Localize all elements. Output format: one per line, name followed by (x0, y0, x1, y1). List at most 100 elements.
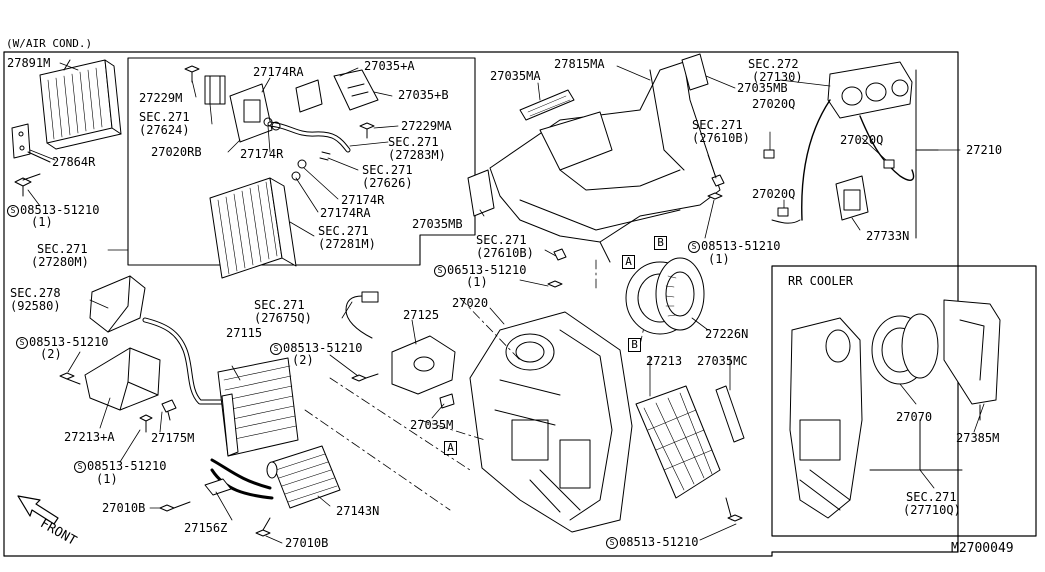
front-arrow (17, 495, 59, 525)
part-27020[interactable]: 27020 (452, 296, 489, 310)
part-27010b-2[interactable]: 27010B (285, 536, 329, 550)
sec271-27281m[interactable]: SEC.271 (318, 224, 369, 238)
hvac-case-27020 (469, 311, 633, 533)
part-27035m[interactable]: 27035M (410, 418, 454, 432)
sec271-27610b-2-ref: (27610B) (476, 246, 534, 260)
seal-27035mc (715, 385, 745, 443)
cover-27213a (84, 347, 161, 411)
section-tag-b-2: B (628, 338, 641, 352)
header-variant: (W/AIR COND.) (6, 37, 93, 50)
part-27213a[interactable]: 27213+A (64, 430, 115, 444)
seal-27035ma (519, 89, 575, 121)
part-27035mc[interactable]: 27035MC (697, 354, 748, 368)
part-27174ra-2[interactable]: 27174RA (320, 206, 371, 220)
sec278-block (89, 275, 146, 333)
part-27020rb[interactable]: 27020RB (151, 145, 202, 159)
part-27020q-2[interactable]: 27020Q (840, 133, 884, 147)
part-27864r[interactable]: 27864R (52, 155, 96, 169)
part-27156z[interactable]: 27156Z (184, 521, 228, 535)
part-27035ma[interactable]: 27035MA (490, 69, 541, 83)
part-27815ma[interactable]: 27815MA (554, 57, 605, 71)
part-27229m[interactable]: 27229M (139, 91, 183, 105)
rr-cooler-title: RR COOLER (788, 274, 854, 288)
blower-27226n (625, 257, 705, 335)
part-27213[interactable]: 27213 (646, 354, 683, 368)
sec272[interactable]: SEC.272 (748, 57, 799, 71)
bracket-27864r (11, 123, 51, 163)
part-27733n[interactable]: 27733N (866, 229, 910, 243)
connector-27020q-3 (777, 207, 789, 217)
sec271-27280m[interactable]: SEC.271 (37, 242, 88, 256)
connector-27020q-1 (763, 149, 775, 159)
sec271-27610b-1[interactable]: SEC.271 (692, 118, 743, 132)
part-27125[interactable]: 27125 (403, 308, 440, 322)
bolt-2-qty: (2) (40, 347, 62, 361)
sec271-27610b-1-ref: (27610B) (692, 131, 750, 145)
bolt-2-number: 08513-51210 (29, 335, 109, 349)
part-27020q-1[interactable]: 27020Q (752, 97, 796, 111)
part-27891m[interactable]: 27891M (7, 56, 51, 70)
bolt-symbol: S (16, 336, 28, 349)
bolt-5-qty: (1) (466, 275, 488, 289)
expansion-valve (204, 75, 226, 105)
bolt-4-number: 08513-51210 (283, 341, 363, 355)
bolt-3-number: 08513-51210 (87, 459, 167, 473)
seal-27035mb-top (681, 53, 709, 91)
sec271-27283m[interactable]: SEC.271 (388, 135, 439, 149)
sec271-27626[interactable]: SEC.271 (362, 163, 413, 177)
foam-27035a (295, 79, 323, 113)
part-27035a[interactable]: 27035+A (364, 59, 415, 73)
bolt-1-number: 08513-51210 (20, 203, 100, 217)
sec271-27624-ref: (27624) (139, 123, 190, 137)
connector-27020q-2 (883, 159, 895, 169)
sec271-27610b-2[interactable]: SEC.271 (476, 233, 527, 247)
sec271-27675q[interactable]: SEC.271 (254, 298, 305, 312)
duct-27815ma (489, 61, 721, 263)
part-27143n[interactable]: 27143N (336, 504, 380, 518)
bracket-27020rb (229, 83, 273, 143)
part-27210[interactable]: 27210 (966, 143, 1003, 157)
bolt-center-2 (727, 514, 743, 522)
part-27035b[interactable]: 27035+B (398, 88, 449, 102)
foam-27035b (333, 69, 379, 111)
bolt-27010b-1 (159, 501, 191, 512)
part-27020q-3[interactable]: 27020Q (752, 187, 796, 201)
evaporator-inset-frame (127, 57, 476, 266)
part-27010b-1[interactable]: 27010B (102, 501, 146, 515)
part-27035mb-1[interactable]: 27035MB (737, 81, 788, 95)
part-27070[interactable]: 27070 (896, 410, 933, 424)
bolt-symbol: S (74, 460, 86, 473)
part-27175m[interactable]: 27175M (151, 431, 195, 445)
bolt-symbol: S (434, 264, 446, 277)
rear-core-27143n (266, 445, 341, 509)
section-tag-b-1: B (654, 236, 667, 250)
bolt-6-qty: (1) (708, 252, 730, 266)
control-harness (801, 99, 915, 221)
bolt-left-2 (59, 372, 81, 385)
sec271-27624[interactable]: SEC.271 (139, 110, 190, 124)
part-27115[interactable]: 27115 (226, 326, 263, 340)
part-27174ra-1[interactable]: 27174RA (253, 65, 304, 79)
sec271-27675q-ref: (27675Q) (254, 311, 312, 325)
panel-27213 (635, 385, 721, 499)
part-27229ma[interactable]: 27229MA (401, 119, 452, 133)
bolt-27010b-2 (255, 517, 271, 537)
sec271-27710q[interactable]: SEC.271 (906, 490, 957, 504)
sec278[interactable]: SEC.278 (10, 286, 61, 300)
bolt-center-4 (707, 192, 723, 200)
bolt-center-1 (351, 373, 379, 382)
part-27226n[interactable]: 27226N (705, 327, 749, 341)
part-27174r-2[interactable]: 27174R (341, 193, 385, 207)
part-27174r-1[interactable]: 27174R (240, 147, 284, 161)
part-27385m[interactable]: 27385M (956, 431, 1000, 445)
module-27733n (835, 175, 869, 221)
part-27035mb-2[interactable]: 27035MB (412, 217, 463, 231)
